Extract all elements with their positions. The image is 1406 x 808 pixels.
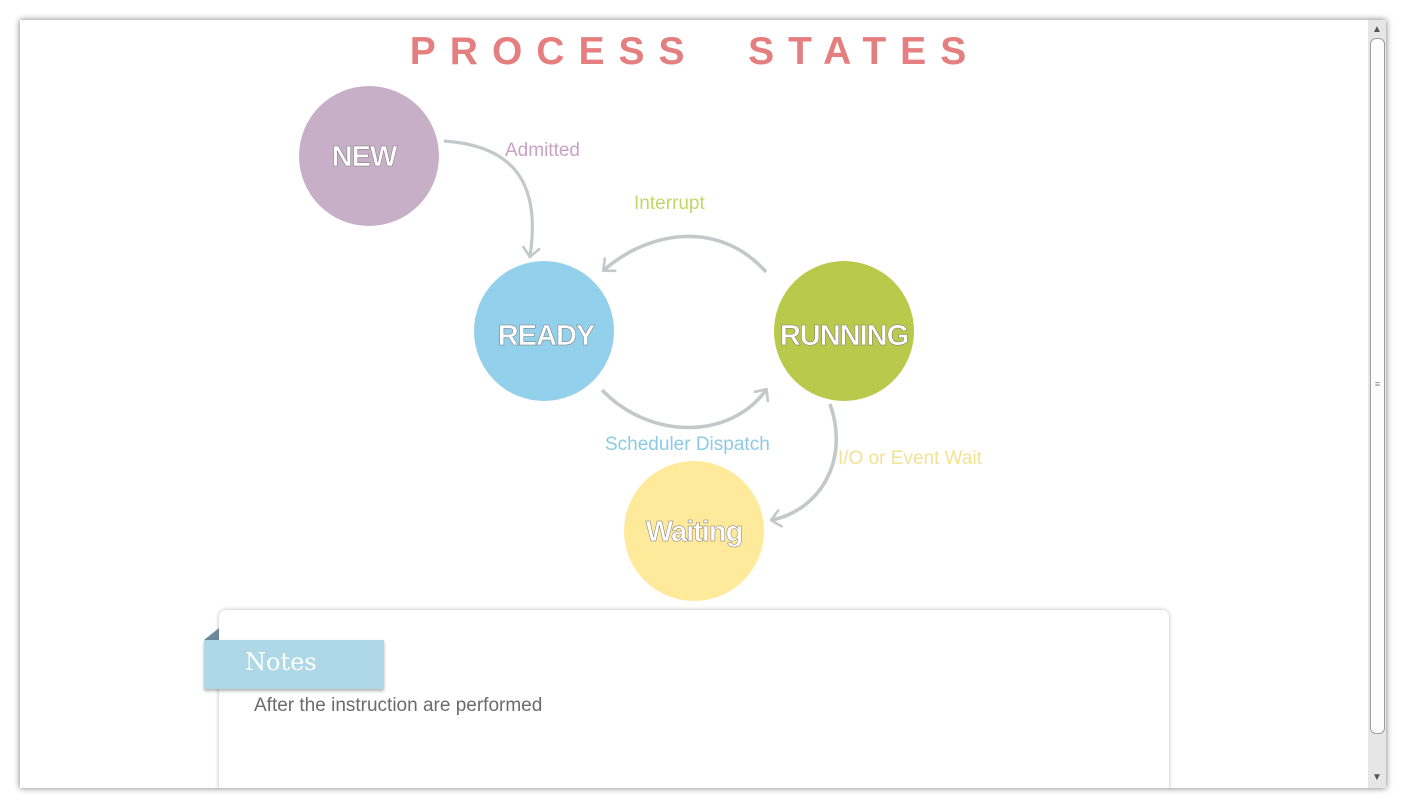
state-waiting: Waiting: [624, 461, 764, 601]
arrow-dispatch: [600, 387, 770, 430]
label-admitted: Admitted: [505, 140, 580, 161]
arrow-interrupt: [601, 234, 768, 274]
notes-ribbon-fold: [204, 628, 219, 640]
state-new: NEW: [299, 86, 439, 226]
state-running-circle: [774, 261, 914, 401]
state-ready-label: READY: [498, 320, 595, 352]
arrow-io-wait: [769, 403, 839, 528]
grip-icon: ≡: [1374, 379, 1381, 389]
scroll-thumb[interactable]: ≡: [1370, 38, 1385, 734]
label-io-event-wait: I/O or Event Wait: [838, 448, 983, 469]
notes-ribbon: Notes: [204, 640, 384, 689]
triangle-down-icon[interactable]: ▼: [1372, 772, 1382, 783]
state-waiting-label: Waiting: [646, 516, 743, 548]
page-title: PROCESS STATES: [409, 30, 981, 73]
notes-heading: Notes: [245, 648, 317, 676]
state-running-label: RUNNING: [780, 320, 908, 352]
label-interrupt: Interrupt: [634, 193, 705, 214]
triangle-up-icon[interactable]: ▲: [1372, 24, 1382, 35]
app-window: PROCESS STATES NEW READY RUNNING Waiting: [20, 20, 1386, 788]
state-waiting-circle: [624, 461, 764, 601]
notes-text: After the instruction are performed: [254, 695, 543, 716]
state-ready-circle: [474, 261, 614, 401]
label-scheduler-dispatch: Scheduler Dispatch: [605, 434, 770, 455]
state-running: RUNNING: [774, 261, 914, 401]
state-new-circle: [299, 86, 439, 226]
state-ready: READY: [474, 261, 614, 401]
notes-panel: [219, 610, 1169, 788]
process-state-diagram: NEW READY RUNNING Waiting Admitted Inter…: [299, 86, 983, 601]
vertical-scrollbar[interactable]: ▲ ≡ ▼: [1368, 20, 1386, 788]
state-new-label: NEW: [332, 141, 398, 173]
arrow-admitted: [443, 139, 541, 259]
